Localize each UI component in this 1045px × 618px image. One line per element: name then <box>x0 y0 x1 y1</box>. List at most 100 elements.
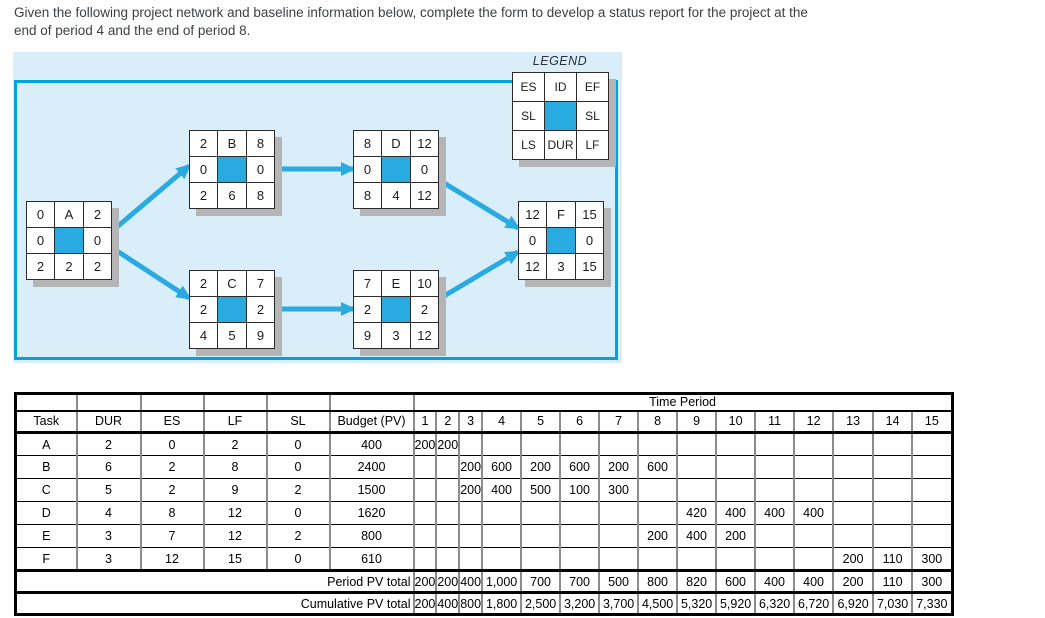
pv-cell-A-p2: 200 <box>435 432 461 456</box>
pv-cell-E-p15 <box>911 524 954 548</box>
period-pv-total-p5: 700 <box>520 570 562 594</box>
period-header-8: 8 <box>637 410 679 434</box>
pv-cell-A-p8 <box>637 432 679 456</box>
pv-cell-B-p13 <box>832 455 875 479</box>
period-pv-total-p1: 200 <box>412 570 438 594</box>
cumulative-pv-total-p15: 7,330 <box>911 592 954 615</box>
node-E-cell-0-1: E <box>382 271 411 297</box>
time-period-header: Time Period <box>412 393 954 412</box>
node-D-cell-0-0: 8 <box>354 131 382 157</box>
period-pv-total-p4: 1,000 <box>481 570 523 594</box>
node-D-cell-2-2: 12 <box>411 183 439 209</box>
pv-cell-E-p8: 200 <box>637 524 679 548</box>
pv-cell-B-p9 <box>676 455 718 479</box>
pv-cell-F-p1 <box>412 547 438 572</box>
period-pv-total-p10: 600 <box>715 570 757 594</box>
pv-cell-D-p1 <box>412 501 438 525</box>
node-B-cell-2-0: 2 <box>190 183 218 209</box>
node-D-cell-2-1: 4 <box>382 183 411 209</box>
node-C-cell-1-1-blue <box>218 297 247 323</box>
sl-cell-E: 2 <box>265 524 331 548</box>
pv-cell-F-p14: 110 <box>872 547 914 572</box>
node-A-cell-1-1-blue <box>55 228 84 254</box>
node-C-cell-0-2: 7 <box>247 271 275 297</box>
pv-cell-C-p2 <box>435 478 461 502</box>
dur-cell-A: 2 <box>75 432 142 456</box>
budget-cell-B: 2400 <box>328 455 415 479</box>
node-B-cell-2-2: 8 <box>247 183 275 209</box>
empty-header-cell <box>139 393 205 412</box>
pv-cell-F-p9 <box>676 547 718 572</box>
pv-cell-B-p7: 200 <box>598 455 640 479</box>
dur-cell-D: 4 <box>75 501 142 525</box>
problem-statement-line2: end of period 4 and the end of period 8. <box>14 23 251 38</box>
task-cell-E: E <box>14 524 78 548</box>
pv-cell-A-p3 <box>458 432 484 456</box>
pv-cell-A-p7 <box>598 432 640 456</box>
pv-cell-A-p5 <box>520 432 562 456</box>
legend-cell-1-0: SL <box>513 102 545 131</box>
legend-cell-2-1: DUR <box>545 131 577 160</box>
sl-cell-A: 0 <box>265 432 331 456</box>
pv-cell-F-p4 <box>481 547 523 572</box>
node-A-cell-0-2: 2 <box>84 202 112 228</box>
node-E-cell-0-2: 10 <box>411 271 439 297</box>
edge-E-F <box>437 249 521 302</box>
node-D-cell-0-2: 12 <box>411 131 439 157</box>
node-E-cell-1-1-blue <box>382 297 411 323</box>
period-pv-total-p6: 700 <box>559 570 601 594</box>
node-F-cell-1-0: 0 <box>519 228 547 254</box>
pv-cell-C-p14 <box>872 478 914 502</box>
node-E-cell-2-2: 12 <box>411 323 439 349</box>
legend-cell-0-1: ID <box>545 73 577 102</box>
node-C-cell-0-1: C <box>218 271 247 297</box>
pv-cell-F-p15: 300 <box>911 547 954 572</box>
pv-cell-B-p15 <box>911 455 954 479</box>
pv-cell-B-p2 <box>435 455 461 479</box>
node-B-cell-0-0: 2 <box>190 131 218 157</box>
pv-cell-E-p14 <box>872 524 914 548</box>
period-pv-total-p3: 400 <box>458 570 484 594</box>
node-B-cell-0-2: 8 <box>247 131 275 157</box>
node-A-cell-2-1: 2 <box>55 254 84 280</box>
node-C-cell-1-2: 2 <box>247 297 275 323</box>
node-A-cell-1-2: 0 <box>84 228 112 254</box>
empty-header-cell <box>75 393 142 412</box>
es-cell-A: 0 <box>139 432 205 456</box>
pv-cell-A-p15 <box>911 432 954 456</box>
cumulative-pv-total-p2: 400 <box>435 592 461 615</box>
pv-cell-B-p6: 600 <box>559 455 601 479</box>
dur-cell-E: 3 <box>75 524 142 548</box>
period-pv-total-p9: 820 <box>676 570 718 594</box>
pv-cell-D-p6 <box>559 501 601 525</box>
node-D-cell-0-1: D <box>382 131 411 157</box>
lf-cell-E: 12 <box>202 524 268 548</box>
pv-cell-C-p5: 500 <box>520 478 562 502</box>
node-B-cell-2-1: 6 <box>218 183 247 209</box>
node-E-cell-0-0: 7 <box>354 271 382 297</box>
budget-cell-E: 800 <box>328 524 415 548</box>
pv-cell-D-p4 <box>481 501 523 525</box>
node-C-cell-1-0: 2 <box>190 297 218 323</box>
pv-cell-E-p7 <box>598 524 640 548</box>
node-D-cell-2-0: 8 <box>354 183 382 209</box>
pv-cell-E-p6 <box>559 524 601 548</box>
node-F-cell-2-2: 15 <box>576 254 604 280</box>
period-header-5: 5 <box>520 410 562 434</box>
cumulative-pv-total-p12: 6,720 <box>793 592 835 615</box>
period-header-10: 10 <box>715 410 757 434</box>
pv-cell-F-p13: 200 <box>832 547 875 572</box>
lf-cell-B: 8 <box>202 455 268 479</box>
table-top-row: Time Period <box>14 393 954 412</box>
pv-cell-C-p6: 100 <box>559 478 601 502</box>
node-C-cell-2-0: 4 <box>190 323 218 349</box>
node-F-cell-0-0: 12 <box>519 202 547 228</box>
